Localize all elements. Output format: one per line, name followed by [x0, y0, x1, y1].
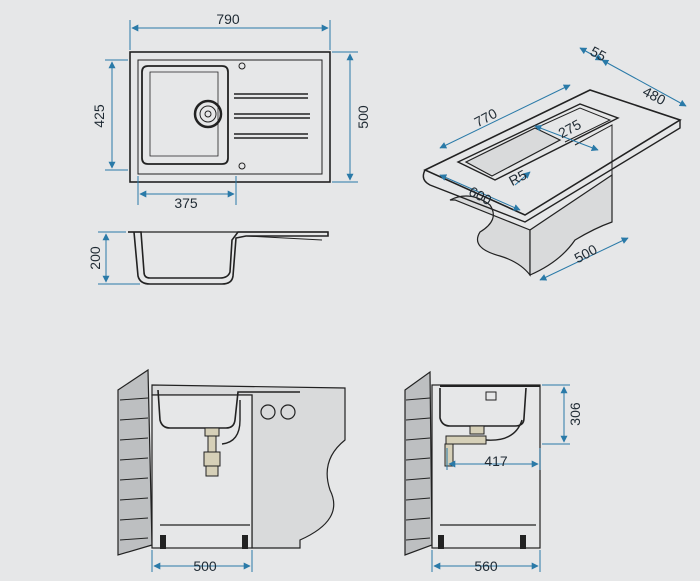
- side-view-dimensions: [98, 231, 140, 285]
- dim-overall-depth: 500: [355, 105, 371, 129]
- dim-overall-width: 790: [216, 11, 240, 27]
- dim-bowl-width: 375: [174, 195, 198, 211]
- dim-bowl-height: 200: [87, 246, 103, 270]
- dim-iso-depth: 480: [640, 83, 668, 108]
- dim-side-cabinet-depth: 560: [474, 558, 498, 574]
- dim-iso-length: 770: [472, 105, 500, 130]
- front-cabinet-opening: [151, 394, 253, 549]
- sink-outline-top: [129, 51, 331, 183]
- bowl-outline: [141, 65, 229, 165]
- installation-front-dimensions: [151, 550, 253, 572]
- side-view: [128, 231, 329, 285]
- front-cabinet: [151, 384, 346, 549]
- top-view: [129, 51, 331, 183]
- sink-inner-rim: [137, 59, 323, 175]
- drain-strainer-icon: [193, 99, 223, 129]
- dim-bowl-depth: 425: [91, 104, 107, 128]
- front-sink-bowl: [157, 389, 300, 429]
- dim-side-height: 306: [567, 402, 583, 426]
- dim-side-projection: 417: [484, 453, 508, 469]
- bowl-inner: [149, 71, 219, 157]
- dim-edge-width: 55: [588, 43, 609, 65]
- dim-front-cabinet-width: 500: [193, 558, 217, 574]
- side-siphon: [444, 425, 487, 467]
- siphon-trap-icon: [203, 427, 221, 477]
- installation-front-view: [117, 368, 346, 556]
- isometric-view: [422, 89, 682, 277]
- sink-profile: [128, 231, 329, 285]
- drainer-grooves: [234, 93, 310, 139]
- overflow-hole: [238, 162, 246, 170]
- installation-side-dimensions: [431, 384, 570, 572]
- isometric-dimensions: [439, 47, 687, 281]
- dim-corner-radius: R5: [506, 166, 530, 189]
- tap-hole: [238, 62, 246, 70]
- top-view-dimensions: [105, 20, 358, 205]
